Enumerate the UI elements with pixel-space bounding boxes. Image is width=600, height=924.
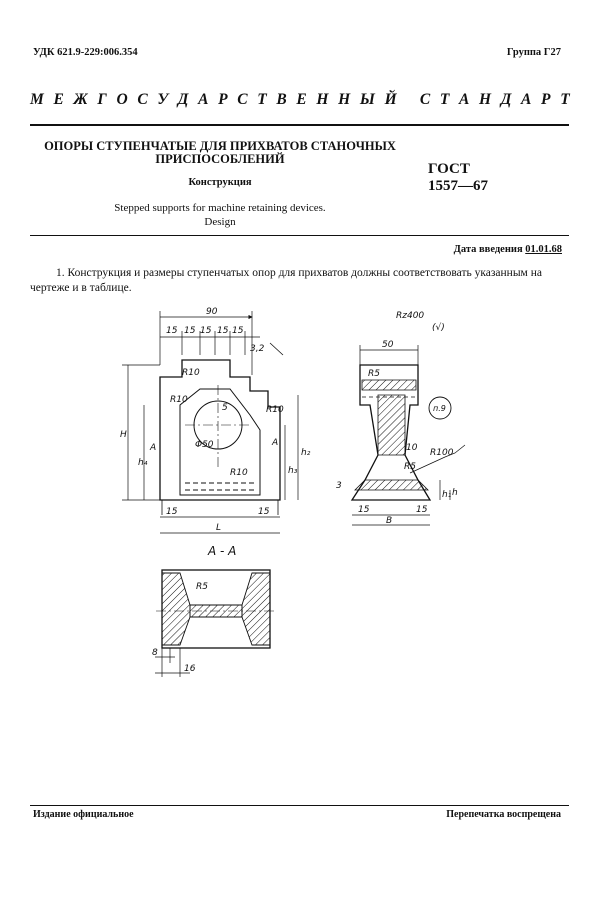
- dim-10: 10: [406, 443, 418, 453]
- dim-15: 15: [166, 507, 178, 517]
- label-H: H: [120, 430, 127, 440]
- banner-letter: Т: [439, 91, 450, 108]
- radius-r10: R10: [230, 468, 248, 478]
- dim-15: 15: [258, 507, 270, 517]
- label-B: B: [386, 516, 392, 526]
- radius-r10: R10: [266, 405, 284, 415]
- side-dimensions: [352, 345, 466, 526]
- dim-3: 3: [336, 481, 342, 491]
- roughness-rz400: Rz400: [396, 311, 424, 321]
- banner-letter: Т: [257, 91, 267, 108]
- banner-letter: Р: [218, 91, 228, 108]
- section-dimensions: [155, 648, 190, 677]
- title-line: ПРИСПОСОБЛЕНИЙ: [155, 152, 285, 166]
- banner-letter: Д: [500, 91, 512, 108]
- intro-date-label: Дата введения: [453, 244, 526, 255]
- intro-date-value: 01.01.68: [525, 244, 562, 255]
- standard-number-value: 1557—67: [428, 178, 488, 194]
- technical-drawing: 90 15 15 15 15 15 3,2 R10 R10 R10 R10 Φ5…: [120, 307, 466, 677]
- middle-rule: [30, 235, 569, 236]
- banner-letter: Е: [53, 91, 64, 108]
- dim-15: 15: [232, 326, 244, 336]
- section-label: A - A: [207, 544, 236, 558]
- label-L: L: [216, 523, 221, 533]
- banner-letter: Е: [296, 91, 307, 108]
- banner-letter: А: [459, 91, 470, 108]
- document-subtitle: Конструкция: [188, 177, 252, 188]
- english-title-line: Design: [204, 216, 236, 228]
- side-view: [350, 364, 452, 501]
- note-point-9: п.9: [433, 404, 446, 413]
- section-mark-A: A: [271, 438, 278, 448]
- group-code: Группа Г27: [506, 47, 561, 58]
- front-labels: 90 15 15 15 15 15 3,2 R10 R10 R10 R10 Φ5…: [120, 307, 311, 558]
- top-rule: [30, 124, 569, 126]
- banner-letter: Т: [560, 91, 570, 108]
- dim-15: 15: [184, 326, 196, 336]
- section-labels: R5 8 16: [152, 582, 208, 674]
- banner-letter: У: [157, 91, 169, 108]
- english-title: Stepped supports for machine retaining d…: [30, 201, 410, 229]
- label-h4: h₄: [138, 458, 148, 468]
- banner-letter: А: [521, 91, 532, 108]
- dim-50: 50: [382, 340, 394, 350]
- banner-letter: В: [276, 91, 287, 108]
- radius-r10: R10: [170, 395, 188, 405]
- dim-8: 8: [152, 648, 158, 658]
- dim-90: 90: [206, 307, 218, 317]
- radius-r5: R5: [404, 462, 416, 472]
- udk-code: УДК 621.9-229:006.354: [33, 47, 138, 58]
- standard-number: ГОСТ 1557—67: [428, 161, 488, 195]
- edition-note: Издание официальное: [33, 809, 134, 820]
- label-h1: h₁: [442, 490, 452, 500]
- section-view: [156, 569, 276, 649]
- banner-letter: Й: [384, 91, 397, 108]
- dim-3-2: 3,2: [250, 344, 265, 354]
- banner-letter: Н: [338, 91, 351, 108]
- banner-letter: С: [237, 91, 248, 108]
- section-mark-A: A: [149, 443, 156, 453]
- standard-banner: М Е Ж Г О С У Д А Р С Т В Е Н Н Ы Й С Т …: [30, 91, 570, 109]
- banner-letter: Г: [97, 91, 107, 108]
- radius-r5: R5: [368, 369, 380, 379]
- banner-letter: Ж: [73, 91, 88, 108]
- dim-15: 15: [200, 326, 212, 336]
- dim-5: 5: [222, 403, 228, 413]
- banner-gap: [406, 91, 410, 109]
- banner-letter: Ы: [359, 91, 375, 108]
- label-h2: h₂: [301, 448, 311, 458]
- dim-15: 15: [166, 326, 178, 336]
- banner-letter: С: [419, 91, 431, 108]
- intro-date: Дата введения 01.01.68: [454, 244, 562, 255]
- dim-phi50: Φ50: [195, 440, 214, 450]
- paragraph-1: 1. Конструкция и размеры ступенчатых опо…: [30, 267, 542, 294]
- title-line: ОПОРЫ СТУПЕНЧАТЫЕ ДЛЯ ПРИХВАТОВ СТАНОЧНЫ…: [44, 139, 396, 153]
- front-dimensions: [122, 311, 299, 534]
- banner-letter: Д: [177, 91, 189, 108]
- roughness-symbol: (√): [432, 322, 445, 333]
- english-title-line: Stepped supports for machine retaining d…: [114, 202, 326, 214]
- banner-letter: Н: [316, 91, 329, 108]
- banner-letter: С: [137, 91, 148, 108]
- standard-code: ГОСТ: [428, 161, 470, 177]
- banner-letter: А: [198, 91, 209, 108]
- banner-letter: Н: [479, 91, 492, 108]
- reprint-note: Перепечатка воспрещена: [446, 809, 561, 820]
- label-h: h: [452, 488, 458, 498]
- dim-15: 15: [358, 505, 370, 515]
- dim-16: 16: [184, 664, 196, 674]
- front-view: [159, 342, 284, 515]
- dim-15: 15: [217, 326, 229, 336]
- radius-r10: R10: [182, 368, 200, 378]
- banner-letter: Р: [541, 91, 551, 108]
- radius-r100: R100: [430, 448, 454, 458]
- label-h3: h₃: [288, 466, 298, 476]
- radius-r5: R5: [196, 582, 208, 592]
- dim-15: 15: [416, 505, 428, 515]
- document-title: ОПОРЫ СТУПЕНЧАТЫЕ ДЛЯ ПРИХВАТОВ СТАНОЧНЫ…: [30, 140, 410, 166]
- side-labels: Rz400 (√) 50 R5 п.9 10 R5 R100 3 h₁ h 15…: [336, 311, 458, 526]
- footer-rule: [30, 805, 569, 806]
- banner-letter: О: [116, 91, 128, 108]
- banner-letter: М: [30, 91, 44, 108]
